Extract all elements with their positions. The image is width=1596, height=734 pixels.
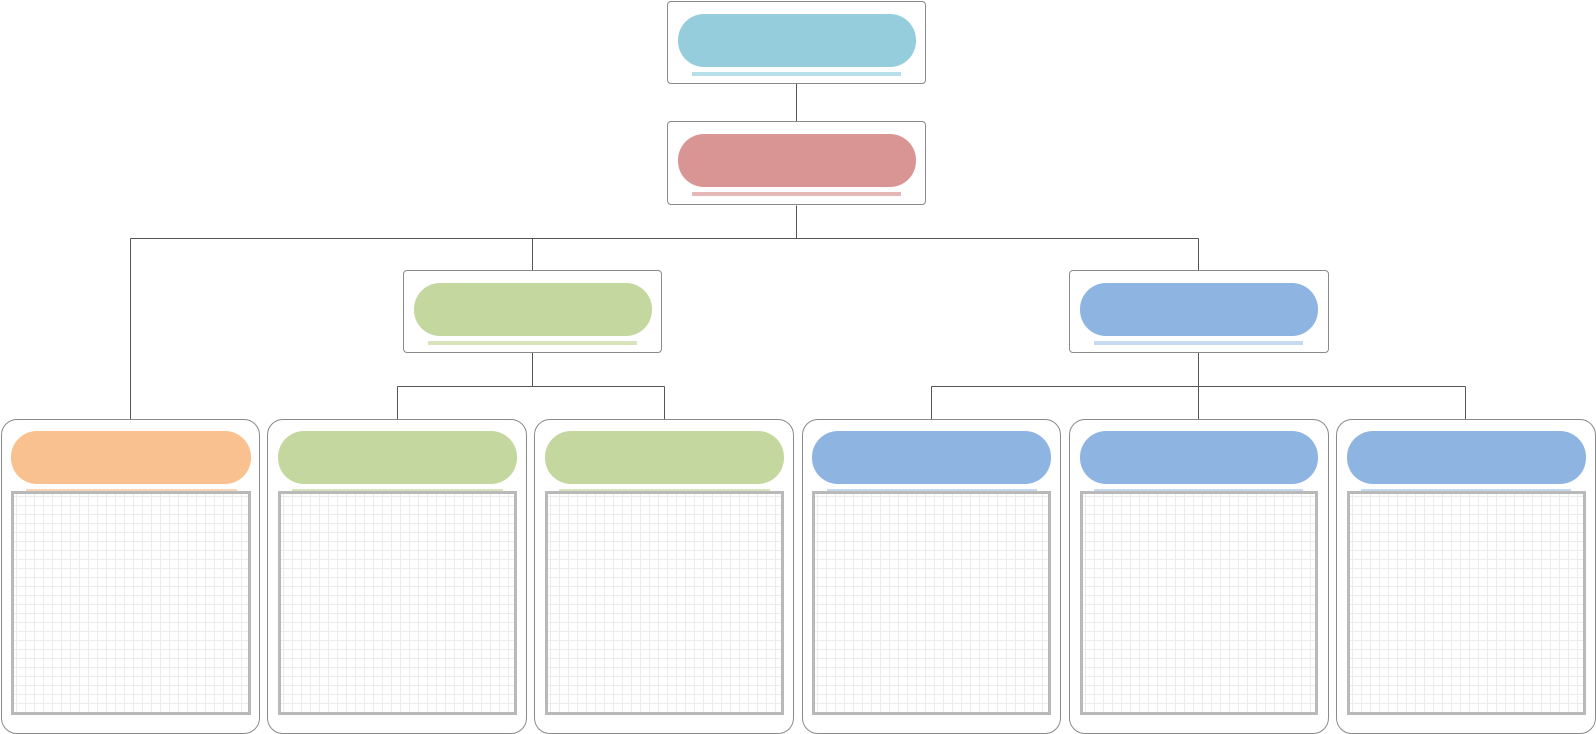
node-leaf-2[interactable]	[267, 419, 527, 734]
node-level-2-underline	[692, 192, 901, 196]
node-leaf-6[interactable]	[1336, 419, 1596, 734]
node-leaf-1-grid-area[interactable]	[11, 491, 251, 715]
node-mid-right[interactable]	[1069, 270, 1329, 353]
node-leaf-1[interactable]	[1, 419, 260, 734]
node-leaf-5[interactable]	[1069, 419, 1329, 734]
node-leaf-4-title[interactable]	[812, 431, 1051, 484]
node-mid-left-title[interactable]	[414, 283, 652, 336]
node-mid-left[interactable]	[403, 270, 662, 353]
node-leaf-6-title[interactable]	[1347, 431, 1586, 484]
node-leaf-5-title[interactable]	[1080, 431, 1318, 484]
node-root[interactable]	[667, 1, 926, 84]
node-leaf-4[interactable]	[802, 419, 1061, 734]
node-leaf-2-grid-area[interactable]	[278, 491, 517, 715]
node-leaf-2-title[interactable]	[278, 431, 517, 484]
node-leaf-3-grid-area[interactable]	[545, 491, 784, 715]
node-leaf-3-title[interactable]	[545, 431, 784, 484]
node-leaf-6-grid-area[interactable]	[1347, 491, 1586, 715]
node-leaf-3[interactable]	[534, 419, 794, 734]
node-mid-right-title[interactable]	[1080, 283, 1318, 336]
node-leaf-5-grid-area[interactable]	[1080, 491, 1318, 715]
node-mid-right-underline	[1094, 341, 1303, 345]
node-leaf-4-grid-area[interactable]	[812, 491, 1051, 715]
node-leaf-1-title[interactable]	[11, 431, 251, 484]
node-level-2-title[interactable]	[678, 134, 916, 187]
node-level-2[interactable]	[667, 121, 926, 205]
node-root-title[interactable]	[678, 14, 916, 67]
node-mid-left-underline	[428, 341, 637, 345]
node-root-underline	[692, 72, 901, 76]
